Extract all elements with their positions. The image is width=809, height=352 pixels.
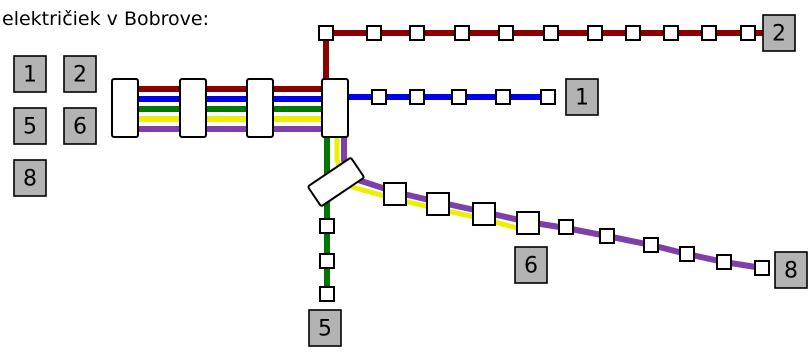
stops-line-2 — [318, 25, 756, 41]
stops-line-8 — [558, 219, 770, 276]
stops-line-5 — [319, 218, 335, 302]
hub-stop-junction — [307, 157, 365, 207]
svg-text:6: 6 — [73, 115, 87, 140]
svg-text:5: 5 — [318, 317, 332, 342]
svg-text:5: 5 — [23, 115, 37, 140]
terminus-badge-line-2: 2 — [762, 14, 796, 52]
legend-badge-2: 2 — [63, 55, 97, 93]
svg-text:1: 1 — [575, 86, 589, 111]
diagram-title: električiek v Bobrove: — [2, 8, 210, 30]
hub-stop-main — [321, 78, 349, 138]
stops-line-1 — [371, 89, 556, 105]
legend-badge-6: 6 — [63, 107, 97, 145]
terminus-badge-line-1: 1 — [565, 78, 599, 116]
terminus-badge-line-8: 8 — [774, 251, 808, 289]
trunk-line-bundle — [124, 86, 336, 132]
stops-line-6-8 — [383, 182, 540, 235]
hub-stop-2 — [179, 78, 207, 138]
legend-badge-5: 5 — [13, 107, 47, 145]
svg-text:2: 2 — [73, 63, 87, 88]
svg-text:2: 2 — [772, 22, 786, 47]
svg-text:8: 8 — [784, 259, 798, 284]
legend-badge-1: 1 — [13, 55, 47, 93]
hub-stop-1 — [111, 78, 139, 138]
svg-text:6: 6 — [524, 254, 538, 279]
terminus-badge-line-6: 6 — [514, 246, 548, 284]
svg-text:8: 8 — [23, 167, 37, 192]
terminus-badge-line-5: 5 — [308, 309, 342, 347]
hub-stop-3 — [246, 78, 274, 138]
svg-text:1: 1 — [23, 63, 37, 88]
legend-badge-8: 8 — [13, 159, 47, 197]
